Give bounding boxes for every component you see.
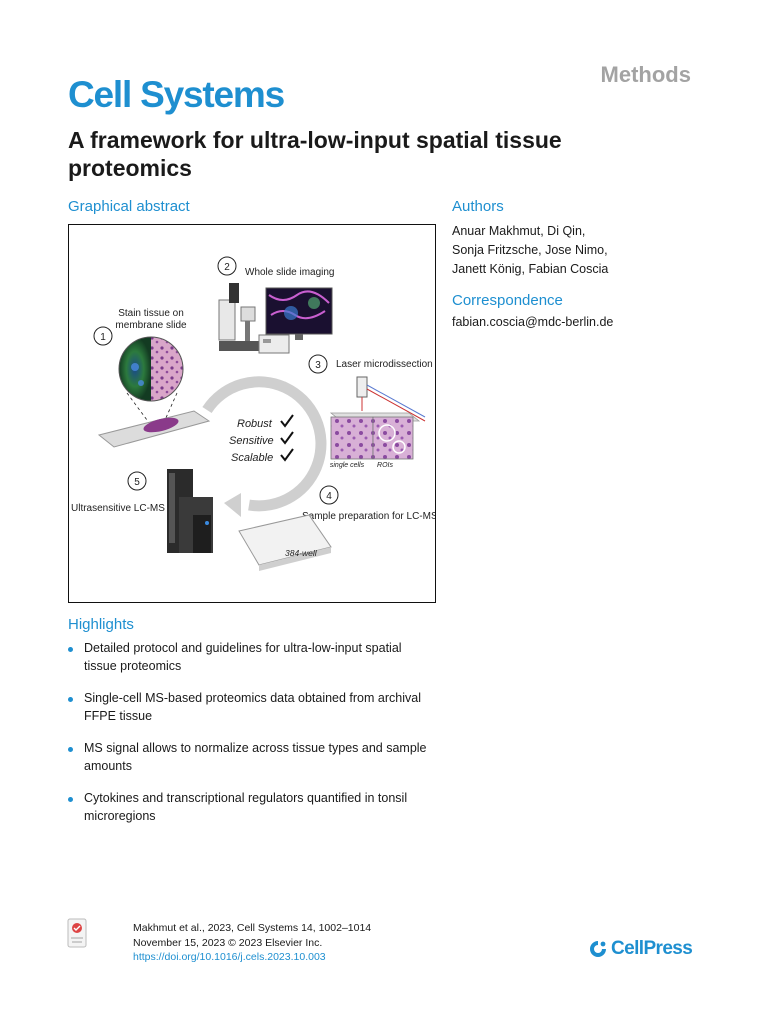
step-3-label: Laser microdissection bbox=[336, 359, 433, 370]
doi-link[interactable]: https://doi.org/10.1016/j.cels.2023.10.0… bbox=[133, 951, 326, 963]
cycle-arrowhead bbox=[224, 493, 241, 517]
highlight-line: Single-cell MS-based proteomics data obt… bbox=[84, 691, 421, 705]
step-5-number: 5 bbox=[134, 477, 140, 488]
highlight-line: microregions bbox=[84, 808, 156, 823]
highlight-line: tissue proteomics bbox=[84, 658, 182, 673]
journal-title[interactable]: Cell Systems bbox=[68, 74, 285, 115]
quality-scalable: Scalable bbox=[231, 452, 273, 464]
step-1-label-line2: membrane slide bbox=[115, 320, 187, 331]
citation-line: Makhmut et al., 2023, Cell Systems 14, 1… bbox=[133, 922, 372, 934]
stained-tissue-zoom bbox=[118, 336, 184, 402]
step-5-badge bbox=[127, 471, 147, 491]
paper-title: A framework for ultra-low-input spatial … bbox=[68, 127, 562, 181]
step-5-label: Ultrasensitive LC-MS bbox=[71, 503, 165, 514]
highlight-item: Detailed protocol and guidelines for ult… bbox=[68, 640, 448, 675]
correspondence-email[interactable]: fabian.coscia@mdc-berlin.de bbox=[452, 315, 614, 329]
step-2-label: Whole slide imaging bbox=[245, 267, 335, 278]
authors-list: Anuar Makhmut, Di Qin, Sonja Fritzsche, … bbox=[452, 222, 642, 279]
rois-label: ROIs bbox=[377, 462, 393, 469]
laser-objective-icon bbox=[329, 376, 426, 422]
article-type: Methods bbox=[600, 62, 691, 87]
cellpress-mark-icon bbox=[590, 941, 606, 957]
author-line: Janett König, Fabian Coscia bbox=[452, 262, 609, 276]
microscope-icon bbox=[218, 283, 259, 351]
bullet-icon bbox=[68, 647, 73, 652]
bullet-icon bbox=[68, 797, 73, 802]
citation: Makhmut et al., 2023, Cell Systems 14, 1… bbox=[133, 921, 371, 965]
step-4-badge bbox=[319, 485, 339, 505]
bullet-icon bbox=[68, 697, 73, 702]
step-4-label: Sample preparation for LC-MS bbox=[302, 511, 435, 522]
correspondence-heading: Correspondence bbox=[452, 292, 563, 309]
step-3-badge bbox=[308, 354, 328, 374]
step-3-number: 3 bbox=[315, 360, 321, 371]
step-1-number: 1 bbox=[100, 332, 106, 343]
step-1-badge bbox=[93, 326, 113, 346]
plate-label: 384-well bbox=[285, 548, 318, 558]
cellpress-logo[interactable]: CellPress bbox=[588, 938, 693, 960]
highlight-item: Single-cell MS-based proteomics data obt… bbox=[68, 690, 448, 725]
step-1-label-line1: Stain tissue on bbox=[118, 308, 184, 319]
quality-robust: Robust bbox=[237, 418, 273, 430]
well-plate-icon bbox=[238, 514, 332, 571]
mass-spectrometer-icon bbox=[167, 469, 213, 553]
quality-sensitive: Sensitive bbox=[229, 435, 274, 447]
single-cells-panel bbox=[330, 416, 374, 460]
highlight-line: amounts bbox=[84, 758, 132, 773]
membrane-slide-icon bbox=[97, 410, 211, 448]
author-line: Anuar Makhmut, Di Qin, bbox=[452, 224, 586, 238]
highlights-list: Detailed protocol and guidelines for ult… bbox=[68, 640, 448, 840]
step-4-number: 4 bbox=[326, 491, 332, 502]
cycle-arrow bbox=[202, 376, 327, 512]
citation-line: November 15, 2023 © 2023 Elsevier Inc. bbox=[133, 936, 323, 949]
graphical-abstract-heading: Graphical abstract bbox=[68, 198, 190, 215]
step-2-number: 2 bbox=[224, 262, 230, 273]
highlight-line: MS signal allows to normalize across tis… bbox=[84, 741, 427, 755]
highlight-item: MS signal allows to normalize across tis… bbox=[68, 740, 448, 775]
highlight-line: Detailed protocol and guidelines for ult… bbox=[84, 641, 402, 655]
graphical-abstract: Robust Sensitive Scalable 2 Whole slide … bbox=[68, 224, 436, 603]
monitor-icon bbox=[265, 287, 333, 340]
checkmark-icons bbox=[280, 414, 294, 462]
highlight-line: FFPE tissue bbox=[84, 708, 153, 723]
author-line: Sonja Fritzsche, Jose Nimo, bbox=[452, 243, 608, 257]
cellpress-wordmark: CellPress bbox=[611, 938, 693, 959]
highlights-heading: Highlights bbox=[68, 616, 134, 633]
highlight-line: Cytokines and transcriptional regulators… bbox=[84, 791, 408, 805]
check-for-updates-icon[interactable] bbox=[67, 918, 87, 948]
single-cells-label: single cells bbox=[330, 462, 365, 469]
bullet-icon bbox=[68, 747, 73, 752]
step-2-badge bbox=[217, 256, 237, 276]
slide-scanner-icon bbox=[258, 334, 290, 354]
authors-heading: Authors bbox=[452, 198, 504, 215]
highlight-item: Cytokines and transcriptional regulators… bbox=[68, 790, 448, 825]
zoom-lines bbox=[126, 392, 178, 421]
